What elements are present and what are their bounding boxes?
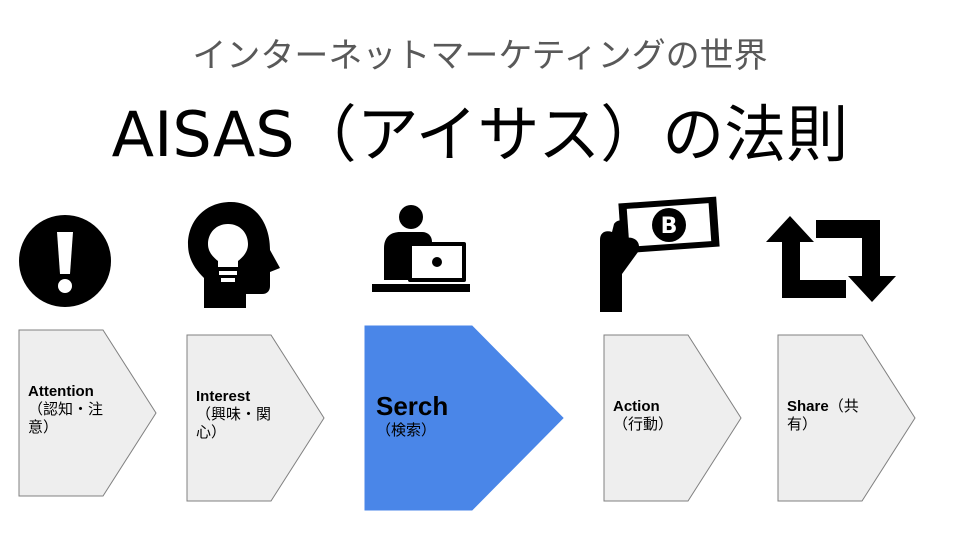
stage-description: 意） [28,419,59,436]
stage-description: 心） [196,424,227,441]
stage-action: Action （行動） [603,334,743,502]
stage-description: （検索） [376,422,437,440]
exclamation-icon [19,215,111,307]
laptop-user-icon [372,205,470,292]
stage-description: （認知・注 [28,401,104,418]
stage-name: Attention [28,383,94,400]
stage-interest: Interest （興味・関 心） [186,334,326,502]
stage-name: Action [613,398,660,415]
bitcoin-payment-icon: B [600,196,720,312]
lightbulb-head-icon [188,202,280,308]
page-subtitle: インターネットマーケティングの世界 [192,36,768,76]
stage-name: Share [787,398,829,415]
stage-share: Share（共 有） [777,334,917,502]
stage-attention: Attention （認知・注 意） [18,329,158,497]
stage-name: Serch [376,391,449,421]
stage-description: （興味・関 [196,406,272,423]
page-title: AISAS（アイサス）の法則 [111,98,849,171]
stage-description: 有） [787,416,818,433]
share-retweet-icon [766,216,896,302]
stage-description: （行動） [613,416,674,433]
svg-text:B: B [661,214,678,239]
stage-name: Interest [196,388,251,405]
stage-serch: Serch （検索） [364,325,564,511]
stage-description: （共 [828,398,859,415]
